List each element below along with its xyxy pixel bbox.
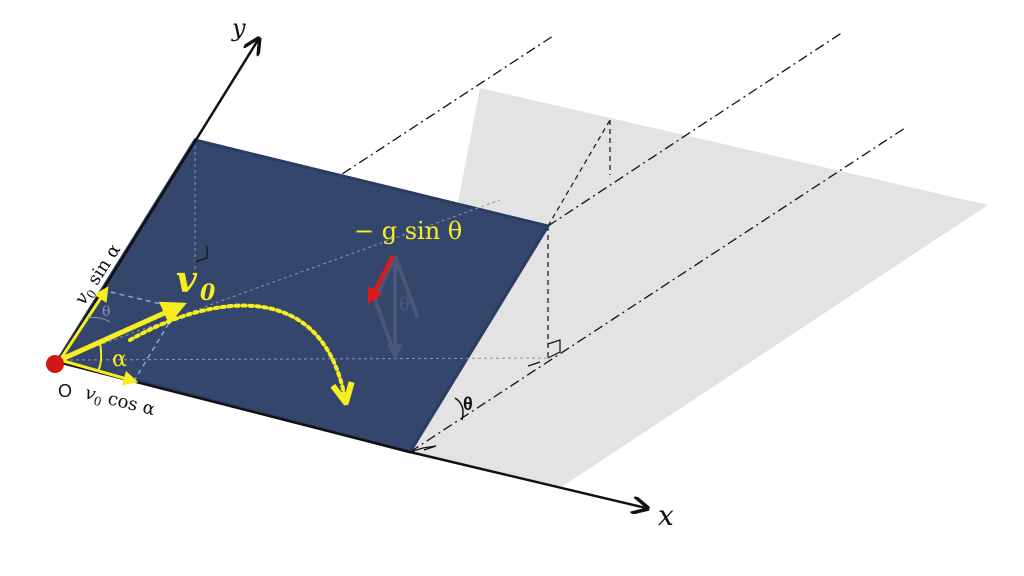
- gravity-component-arrow: [367, 255, 395, 305]
- v0-sin-alpha-arrow: [58, 286, 109, 361]
- svg-text:0: 0: [200, 280, 216, 306]
- x-axis: [409, 450, 646, 508]
- x-axis-label: x: [658, 499, 674, 532]
- v0-cos-alpha-arrow: [59, 358, 139, 386]
- theta-arc-edge: [454, 397, 464, 421]
- theta-label-small: θ: [102, 304, 110, 320]
- trajectory-path: [128, 303, 345, 398]
- plane-reference-lines: [57, 140, 549, 361]
- right-angle-markers: [194, 246, 561, 453]
- y-axis: [56, 40, 258, 363]
- alpha-arc: [97, 341, 103, 372]
- y-axis-label: y: [231, 14, 246, 42]
- theta-label-gravity: θ: [399, 294, 410, 315]
- gravity-label: − g sin θ: [354, 217, 462, 245]
- ground-shadow: [410, 88, 988, 488]
- v0-arrow: [58, 301, 187, 363]
- theta-label-edge: θ: [463, 394, 473, 414]
- origin-dot: [46, 355, 64, 373]
- origin-label: O: [58, 381, 72, 401]
- v0-label: v 0: [176, 259, 216, 306]
- svg-text:v: v: [176, 259, 198, 301]
- alpha-label: α: [112, 347, 127, 372]
- v0-cos-alpha-label: v0 cos α: [82, 382, 158, 422]
- projection-lines: [547, 119, 611, 358]
- theta-arc-small: [87, 317, 111, 323]
- svg-text:v0 cos α: v0 cos α: [82, 382, 157, 422]
